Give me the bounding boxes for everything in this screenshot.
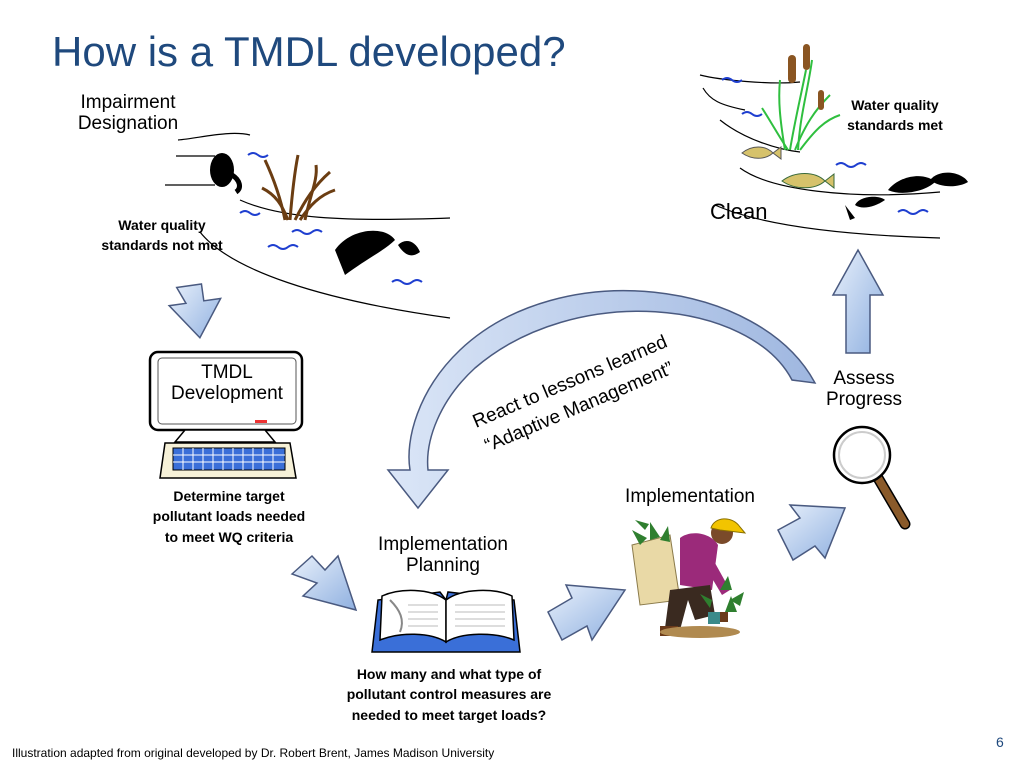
water-waves <box>239 152 423 285</box>
computer-icon <box>148 350 304 479</box>
dead-fish-icon <box>335 230 420 275</box>
clean-status: Water quality standards met <box>847 97 943 134</box>
healthy-cattails-icon <box>761 44 841 151</box>
page-number: 6 <box>996 734 1004 750</box>
magnifying-glass-icon <box>832 425 911 530</box>
water-waves <box>721 77 929 215</box>
clean-stream <box>699 74 941 239</box>
discharge-pipe-icon <box>210 153 242 195</box>
planning-label: Implementation Planning <box>378 534 508 577</box>
clean-label: Clean <box>710 199 768 224</box>
planning-description: How many and what type of pollutant cont… <box>346 666 552 723</box>
worker-planting-icon <box>631 518 747 638</box>
slide-title: How is a TMDL developed? <box>52 28 566 75</box>
implementation-label: Implementation <box>625 486 755 507</box>
arrow-right-icon <box>547 584 627 642</box>
impaired-stream <box>165 132 451 319</box>
tmdl-screen-label: TMDL Development <box>171 362 283 405</box>
rocks-icon <box>845 172 968 220</box>
arrow-right-icon <box>290 554 358 612</box>
impairment-status: Water quality standards not met <box>101 217 223 254</box>
arrow-up-right-icon <box>777 504 847 562</box>
planning-book-icon <box>371 589 521 653</box>
arrow-down-icon <box>167 283 222 339</box>
impairment-label: Impairment Designation <box>77 92 179 135</box>
adaptive-management-arc-icon <box>386 290 817 510</box>
healthy-fish-icon <box>741 146 835 190</box>
dead-cattails-icon <box>261 154 336 221</box>
footer-credit: Illustration adapted from original devel… <box>12 746 495 760</box>
arrow-up-icon <box>831 248 885 354</box>
assess-label: Assess Progress <box>825 368 903 411</box>
tmdl-description: Determine target pollutant loads needed … <box>152 488 306 545</box>
